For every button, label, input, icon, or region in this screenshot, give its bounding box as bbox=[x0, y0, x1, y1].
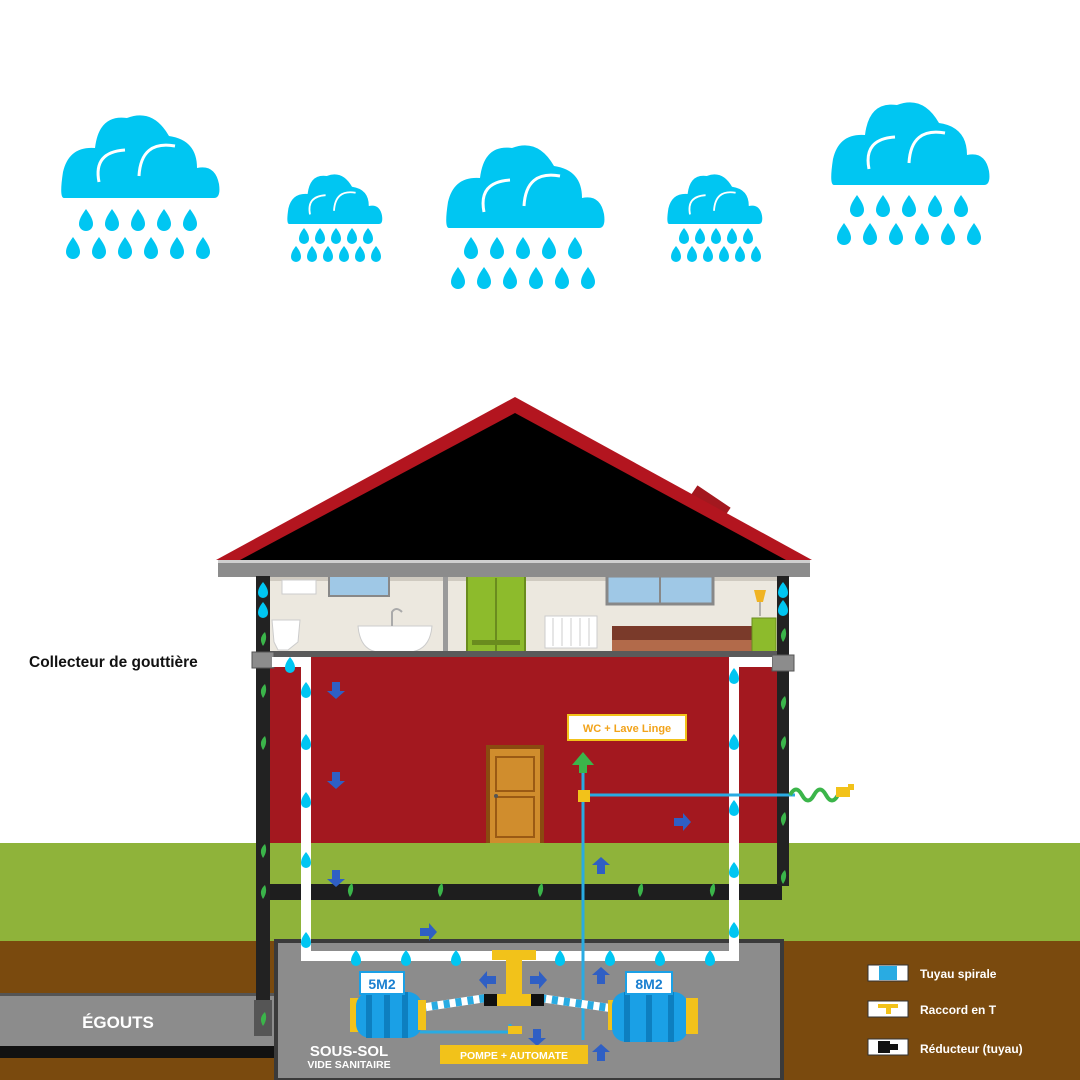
garden-hose bbox=[788, 784, 854, 803]
rain-cloud-4 bbox=[666, 173, 764, 262]
rain-cloud-1 bbox=[59, 113, 221, 259]
rain-cloud-2 bbox=[286, 173, 384, 262]
svg-text:POMPE + AUTOMATE: POMPE + AUTOMATE bbox=[460, 1050, 568, 1062]
t-fitting-icon bbox=[867, 1000, 909, 1018]
legend-item-spiral-pipe: Tuyau spirale bbox=[867, 964, 997, 982]
rain-cloud-5 bbox=[829, 100, 991, 245]
sewer-pipe: ÉGOUTS bbox=[0, 993, 278, 1058]
tank-right-label: 8M2 bbox=[635, 976, 662, 992]
tank-right: 8M2 bbox=[608, 971, 698, 1042]
ground-level-beam bbox=[262, 884, 782, 900]
svg-text:Réducteur (tuyau): Réducteur (tuyau) bbox=[920, 1042, 1023, 1056]
svg-text:Raccord en T: Raccord en T bbox=[920, 1003, 997, 1017]
legend-item-reducer: Réducteur (tuyau) bbox=[867, 1038, 1023, 1056]
front-door bbox=[486, 745, 544, 843]
tank-connection bbox=[419, 950, 611, 1034]
crawlspace-label: VIDE SANITAIRE bbox=[307, 1059, 390, 1071]
svg-text:Tuyau spirale: Tuyau spirale bbox=[920, 967, 997, 981]
pump-label: POMPE + AUTOMATE bbox=[440, 1045, 588, 1064]
up-arrow-green bbox=[572, 752, 594, 773]
rain-cloud-3 bbox=[444, 143, 606, 289]
legend: Tuyau spirale Raccord en T Réducteur (tu… bbox=[867, 964, 1023, 1056]
wc-label: WC + Lave Linge bbox=[567, 714, 687, 741]
right-downspout bbox=[771, 576, 795, 886]
t-fitting bbox=[578, 790, 590, 802]
upper-floor bbox=[262, 573, 782, 656]
roof bbox=[216, 397, 812, 577]
reducer-icon bbox=[867, 1038, 909, 1056]
spiral-pipe-icon bbox=[867, 964, 909, 982]
collector-label: Collecteur de gouttière bbox=[29, 654, 198, 671]
legend-item-t-fitting: Raccord en T bbox=[867, 1000, 997, 1018]
svg-text:WC + Lave Linge: WC + Lave Linge bbox=[583, 723, 671, 735]
tank-left: 5M2 bbox=[350, 971, 426, 1038]
basement-label: SOUS-SOL bbox=[310, 1043, 388, 1060]
sewer-label: ÉGOUTS bbox=[82, 1013, 154, 1032]
tank-left-label: 5M2 bbox=[368, 976, 395, 992]
